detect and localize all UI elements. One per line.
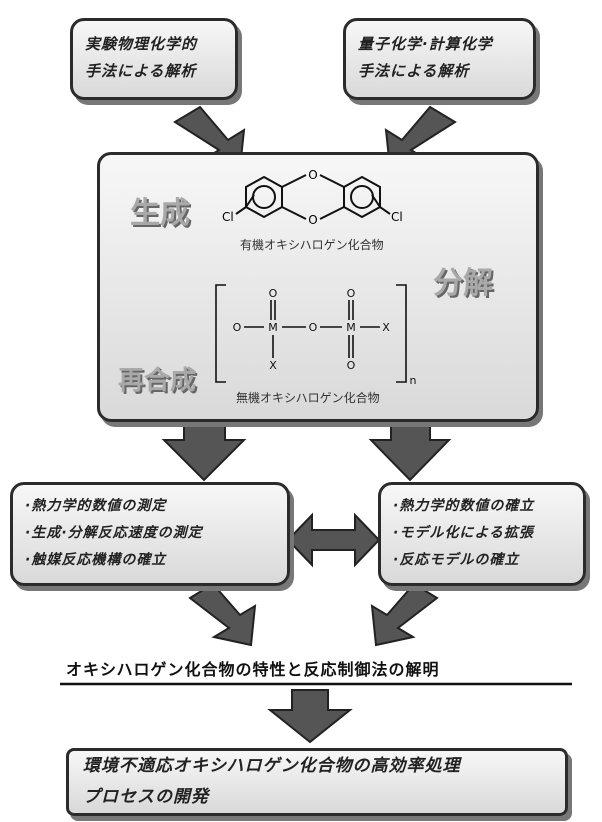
inorg-o-bottom: O <box>347 359 356 372</box>
inorg-o-top2: O <box>347 287 356 300</box>
dioxin-cl-right: Cl <box>391 210 403 224</box>
mid-right-line1: ·熱力学的数値の確立 <box>393 498 535 514</box>
top-left-box: 実験物理化学的 手法による解析 <box>70 18 238 100</box>
bracket-right <box>396 284 407 383</box>
inorg-o-top1: O <box>269 287 278 300</box>
label-formation: 生成 <box>130 196 190 231</box>
inorg-n: n <box>410 374 417 387</box>
bottom-line2: プロセスの開発 <box>83 787 209 807</box>
dioxin-o-top: O <box>308 168 317 182</box>
top-left-line1: 実験物理化学的 <box>85 35 198 53</box>
center-box <box>97 152 539 422</box>
dioxin-ring-right <box>343 175 381 219</box>
bottom-line1: 環境不適応オキシハロゲン化合物の高効率処理 <box>83 756 461 776</box>
inorg-x-bottom: X <box>269 359 277 372</box>
mid-left-line3: ·触媒反応機構の確立 <box>25 552 167 568</box>
label-resynthesis: 再合成 <box>118 366 197 396</box>
bracket-left <box>215 284 226 383</box>
mid-right-box: ·熱力学的数値の確立 ·モデル化による拡張 ·反応モデルの確立 <box>378 482 586 586</box>
inorg-x-right: X <box>382 321 390 334</box>
arrow-lower-left <box>188 582 257 647</box>
top-right-line1: 量子化学·計算化学 <box>358 35 493 53</box>
conclusion-text: オキシハロゲン化合物の特性と反応制御法の解明 <box>66 660 440 679</box>
inorg-o-left: O <box>233 321 242 334</box>
inorg-m2: M <box>346 321 356 334</box>
mid-left-line1: ·熱力学的数値の測定 <box>25 498 167 514</box>
label-decomposition: 分解 <box>433 266 493 301</box>
dioxin-o-mid: O <box>308 213 317 227</box>
dioxin-ring-left <box>245 175 283 219</box>
arrow-lower-right <box>370 582 439 647</box>
inorg-m1: M <box>268 321 278 334</box>
inorganic-structure <box>215 284 407 383</box>
arrow-final <box>267 689 353 744</box>
top-left-line2: 手法による解析 <box>85 62 197 80</box>
dioxin-structure <box>235 174 391 220</box>
organic-caption: 有機オキシハロゲン化合物 <box>240 238 384 252</box>
mid-left-box: ·熱力学的数値の測定 ·生成·分解反応速度の測定 ·触媒反応機構の確立 <box>10 482 290 586</box>
bottom-box: 環境不適応オキシハロゲン化合物の高効率処理 プロセスの開発 <box>66 748 568 816</box>
mid-right-line3: ·反応モデルの確立 <box>393 552 520 568</box>
top-right-line2: 手法による解析 <box>358 62 470 80</box>
inorganic-caption: 無機オキシハロゲン化合物 <box>236 391 380 405</box>
dioxin-cl-left: Cl <box>222 210 234 224</box>
top-right-box: 量子化学·計算化学 手法による解析 <box>343 18 536 100</box>
inorg-o-bridge: O <box>309 321 318 334</box>
mid-left-line2: ·生成·分解反応速度の測定 <box>25 525 203 541</box>
mid-right-line2: ·モデル化による拡張 <box>393 525 534 541</box>
